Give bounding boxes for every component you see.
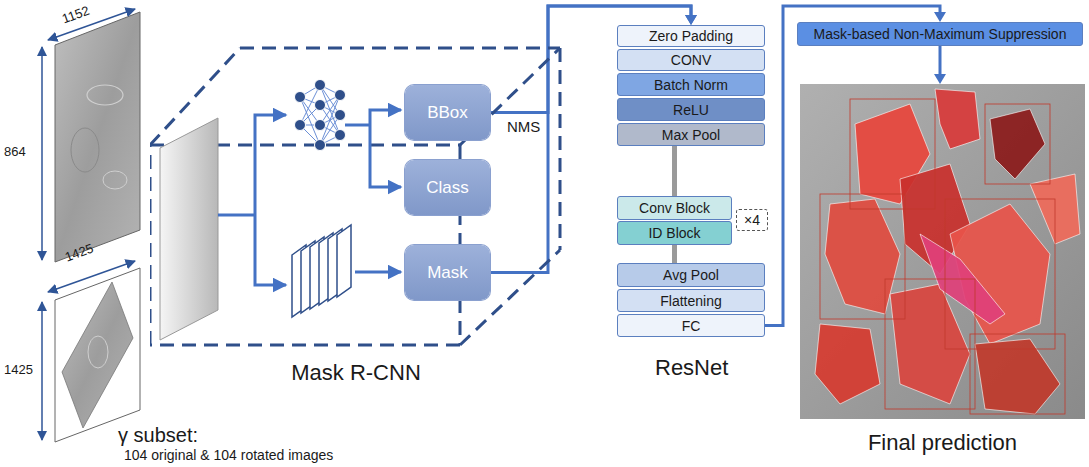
subset-title: γ subset:: [118, 424, 198, 447]
detection-box: [970, 334, 1065, 414]
dashed-outline: [150, 344, 460, 347]
neural-net-icon: [295, 80, 346, 151]
model-region: Mask R-CNN BBoxClassMask: [150, 45, 562, 390]
detection-box: [850, 99, 935, 209]
box-label: Batch Norm: [654, 77, 728, 93]
dimension-arrow: [41, 302, 43, 440]
dimension-arrow: [48, 261, 135, 292]
caption-label: Mask R-CNN: [291, 360, 421, 386]
subset-note: 104 original & 104 rotated images: [124, 447, 333, 463]
arrowhead: [685, 15, 697, 25]
detection-box: [820, 194, 905, 319]
cell-outline: [71, 128, 99, 172]
dimension-label: 1152: [60, 4, 91, 28]
connector-line: [672, 245, 677, 263]
cell-outline: [103, 171, 127, 189]
box-label: Flattening: [660, 293, 721, 309]
cell-mask: [990, 109, 1045, 179]
layer-box: Conv Block: [617, 196, 732, 220]
layer-box: ReLU: [617, 98, 765, 121]
flow-arrow: [355, 271, 401, 274]
rotated-image: [62, 282, 133, 428]
layer-link: [674, 245, 675, 263]
dimension-label: 1425: [4, 363, 33, 378]
dashed-outline: [240, 47, 560, 50]
output-head: BBox: [405, 85, 490, 140]
box-label: Zero Padding: [649, 28, 733, 44]
caption-label: Final prediction: [868, 430, 1017, 456]
box-label: Max Pool: [662, 127, 720, 143]
detection-box: [985, 104, 1050, 184]
layer-link: [674, 146, 675, 196]
layer-box: FC: [617, 314, 765, 337]
output-head: Class: [405, 160, 490, 215]
box-label: FC: [682, 318, 701, 334]
layer-box: Max Pool: [617, 123, 765, 146]
connector-line: [672, 146, 677, 196]
cell-mask: [935, 89, 980, 149]
detection-box: [885, 279, 975, 409]
box-label: Conv Block: [639, 200, 710, 216]
process-box: Mask-based Non-Maximum Suppression: [797, 22, 1083, 46]
box-label: BBox: [427, 103, 468, 123]
layer-box: Zero Padding: [617, 25, 765, 47]
output-head: Mask: [405, 245, 490, 300]
layer-box: ID Block: [617, 221, 732, 245]
flow-arrow: [218, 214, 255, 217]
rotated-image-frame: [55, 268, 140, 442]
detection-box: [945, 199, 1055, 349]
cell-mask: [815, 324, 880, 404]
cell-mask: [890, 284, 970, 404]
box-label: Mask-based Non-Maximum Suppression: [814, 26, 1067, 42]
repeat-badge: ×4: [736, 209, 768, 231]
flow-arrow: [370, 125, 401, 187]
layer-box: Batch Norm: [617, 73, 765, 96]
cell-outline: [87, 85, 123, 105]
arrowhead: [685, 15, 697, 25]
original-image: [55, 12, 140, 262]
cell-outline: [88, 336, 108, 368]
dashed-outline: [150, 145, 152, 345]
model-name: ResNet: [655, 355, 728, 380]
prediction-image: [800, 84, 1085, 419]
box-label: ID Block: [648, 225, 700, 241]
input-images: [0, 0, 150, 467]
layer-box: Avg Pool: [617, 263, 765, 287]
box-label: ReLU: [673, 102, 709, 118]
mask-rcnn-illustration: [150, 45, 562, 357]
flow-arrow: [345, 124, 370, 127]
layer-box: CONV: [617, 49, 765, 71]
feature-map: [160, 118, 218, 340]
box-label: Mask: [427, 263, 468, 283]
cell-mask: [975, 339, 1060, 414]
connector-line: [939, 46, 942, 74]
flow-arrow: [255, 215, 286, 285]
arrowhead: [934, 12, 946, 22]
dashed-outline: [559, 48, 562, 250]
cell-mask: [825, 199, 900, 314]
result-image: Final prediction: [800, 84, 1085, 456]
edge-label: NMS: [506, 118, 541, 135]
flow-arrow: [255, 115, 286, 215]
box-label: ×4: [744, 212, 760, 228]
box-label: Class: [426, 178, 469, 198]
dimension-label: 864: [4, 145, 26, 160]
feature-stack: [292, 225, 351, 317]
box-label: CONV: [671, 52, 711, 68]
flow-arrow: [370, 110, 401, 125]
arrowhead: [934, 74, 946, 84]
flow-arrow: [934, 46, 946, 84]
layer-box: Flattening: [617, 289, 765, 312]
box-label: Avg Pool: [663, 267, 719, 283]
dimension-arrow: [41, 47, 43, 260]
